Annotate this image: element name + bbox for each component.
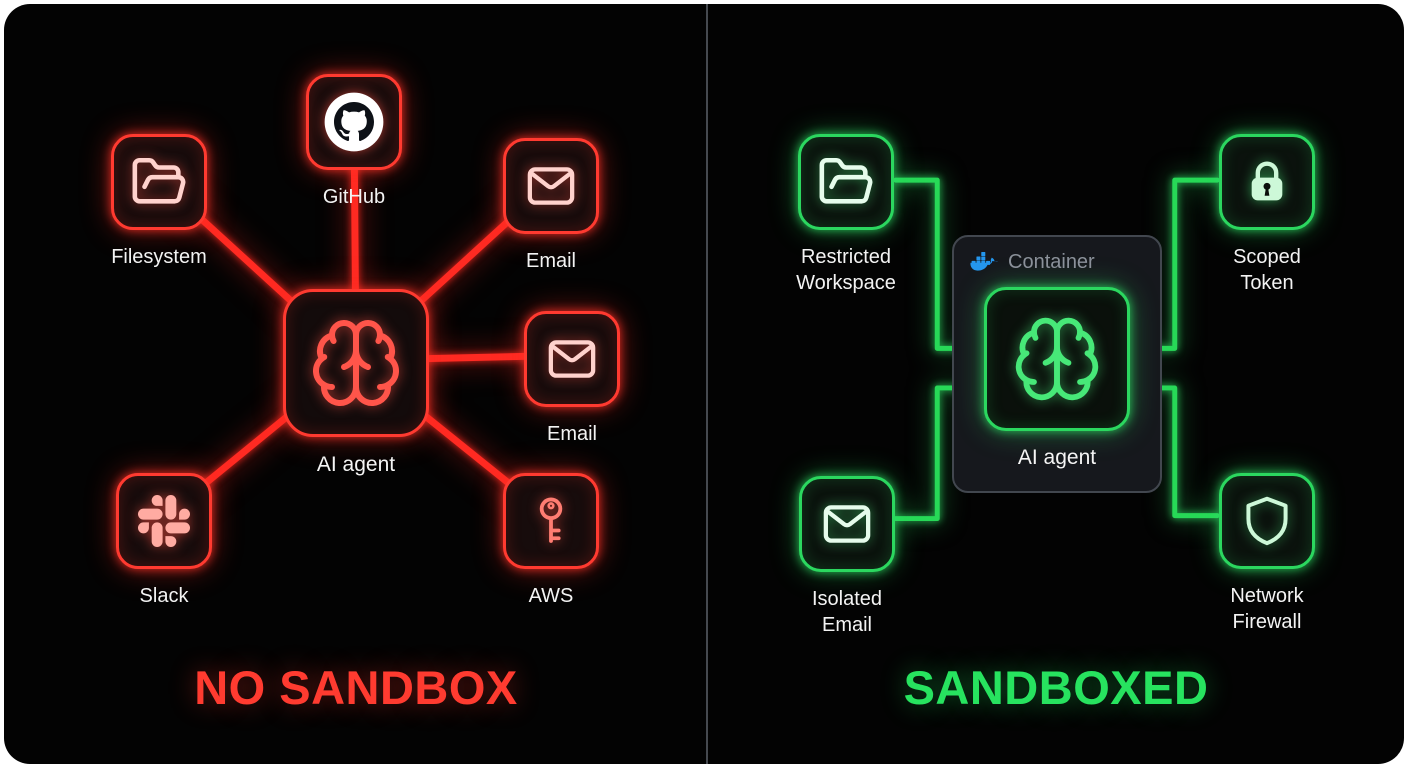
network-firewall-label: Network Firewall	[1230, 585, 1304, 633]
node-slack: Slack	[79, 473, 249, 609]
restricted-workspace-label: Restricted Workspace	[796, 246, 896, 294]
container-box: Container AI agent	[952, 235, 1162, 493]
container-header: Container	[954, 237, 1160, 274]
node-github: GitHub	[269, 74, 439, 210]
folder-open-icon	[130, 153, 188, 211]
key-icon	[522, 492, 580, 550]
shield-icon	[1238, 492, 1296, 550]
docker-icon	[970, 251, 999, 274]
node-network-firewall: Network Firewall	[1182, 473, 1352, 635]
email-top-label: Email	[525, 250, 576, 272]
node-email-top: Email	[466, 138, 636, 274]
node-isolated-email: Isolated Email	[762, 476, 932, 638]
email-right-box	[524, 311, 620, 407]
envelope-icon	[820, 497, 874, 551]
lock-icon	[1239, 154, 1295, 210]
no-sandbox-title: NO SANDBOX	[194, 661, 518, 714]
email-top-box	[503, 138, 599, 234]
ai-agent-box	[283, 289, 429, 437]
scoped-token-box	[1219, 134, 1315, 230]
network-firewall-box	[1219, 473, 1315, 569]
scoped-token-label: Scoped Token	[1233, 246, 1301, 294]
green-connection-lines	[893, 177, 1220, 522]
github-label: GitHub	[322, 186, 386, 208]
ai-agent-label: AI agent	[316, 453, 396, 476]
aws-box	[503, 473, 599, 569]
sandboxed-ai-agent-box	[984, 287, 1130, 431]
email-right-label: Email	[546, 423, 597, 445]
connection-workspace-container	[893, 177, 964, 351]
node-email-right: Email	[487, 311, 657, 447]
connection-firewall-container	[1150, 385, 1220, 519]
filesystem-label: Filesystem	[111, 246, 207, 268]
sandbox-comparison-diagram: Filesystem GitHub Email Email AWS	[4, 4, 1404, 764]
slack-label: Slack	[139, 585, 189, 607]
github-icon	[314, 82, 394, 162]
node-aws: AWS	[466, 473, 636, 609]
folder-open-icon	[817, 153, 875, 211]
node-ai-agent: AI agent	[256, 289, 456, 477]
filesystem-box	[111, 134, 207, 230]
container-label: Container	[1008, 251, 1095, 273]
connection-email-container	[893, 385, 964, 522]
slack-icon	[138, 495, 190, 547]
panel-divider	[706, 4, 708, 764]
envelope-icon	[524, 159, 578, 213]
connection-token-container	[1150, 177, 1220, 351]
slack-box	[116, 473, 212, 569]
sandboxed-ai-agent-label: AI agent	[1017, 446, 1097, 469]
envelope-icon	[545, 332, 599, 386]
brain-icon	[308, 315, 404, 411]
isolated-email-label: Isolated Email	[811, 588, 883, 636]
node-filesystem: Filesystem	[74, 134, 244, 270]
brain-icon	[1011, 313, 1103, 405]
isolated-email-box	[799, 476, 895, 572]
node-scoped-token: Scoped Token	[1182, 134, 1352, 296]
sandboxed-panel: Restricted Workspace Scoped Token Isolat…	[708, 4, 1404, 764]
no-sandbox-panel: Filesystem GitHub Email Email AWS	[4, 4, 708, 764]
github-box	[306, 74, 402, 170]
aws-label: AWS	[528, 585, 574, 607]
node-restricted-workspace: Restricted Workspace	[761, 134, 931, 296]
restricted-workspace-box	[798, 134, 894, 230]
sandboxed-title: SANDBOXED	[903, 661, 1209, 714]
